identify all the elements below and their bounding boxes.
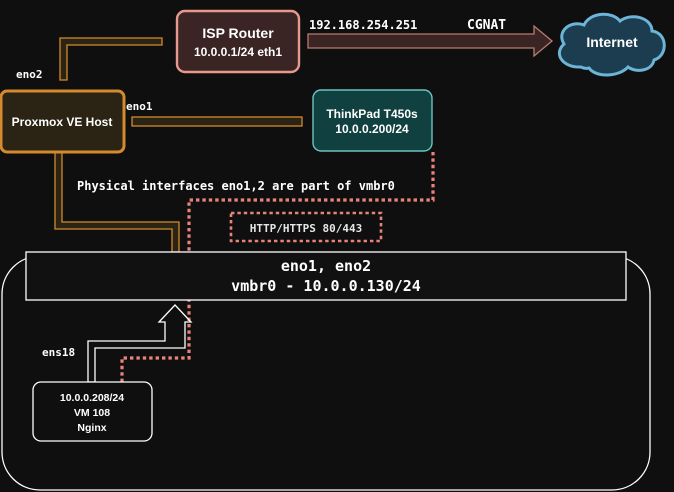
eno1-label: eno1	[126, 100, 153, 113]
proxmox-host-label: Proxmox VE Host	[12, 115, 113, 129]
vm-service: Nginx	[77, 422, 106, 434]
physical-interfaces-note: Physical interfaces eno1,2 are part of v…	[77, 179, 395, 193]
bridge-address: vmbr0 - 10.0.0.130/24	[231, 277, 421, 295]
http-label-box	[229, 211, 383, 243]
http-traffic-path	[120, 152, 435, 382]
eno2-link	[59, 37, 163, 81]
isp-router-title: ISP Router	[202, 25, 274, 41]
thinkpad-address: 10.0.0.200/24	[335, 122, 409, 136]
isp-router-address: 10.0.0.1/24 eth1	[194, 45, 282, 59]
ens18-label: ens18	[42, 346, 75, 359]
http-label: HTTP/HTTPS 80/443	[250, 222, 363, 235]
thinkpad-node[interactable]	[312, 89, 433, 152]
vmbr0-bridge[interactable]	[25, 251, 627, 301]
thinkpad-title: ThinkPad T450s	[326, 107, 418, 121]
isp-router-node[interactable]	[175, 9, 301, 74]
vm-name: VM 108	[74, 407, 110, 419]
bridge-interfaces: eno1, eno2	[281, 257, 371, 275]
cgnat-label: CGNAT	[467, 18, 506, 33]
ens18-arrow	[87, 304, 193, 383]
proxmox-host-node[interactable]	[0, 89, 126, 154]
wan-arrow	[307, 24, 554, 58]
proxmox-vmbr0-link	[54, 151, 180, 253]
vm-ip: 10.0.0.208/24	[60, 392, 124, 404]
vm-node[interactable]	[32, 381, 153, 442]
wan-ip-label: 192.168.254.251	[309, 18, 417, 32]
internet-cloud[interactable]	[557, 12, 666, 77]
eno1-link	[131, 116, 303, 127]
internet-label: Internet	[586, 34, 638, 50]
eno2-label: eno2	[16, 68, 43, 81]
